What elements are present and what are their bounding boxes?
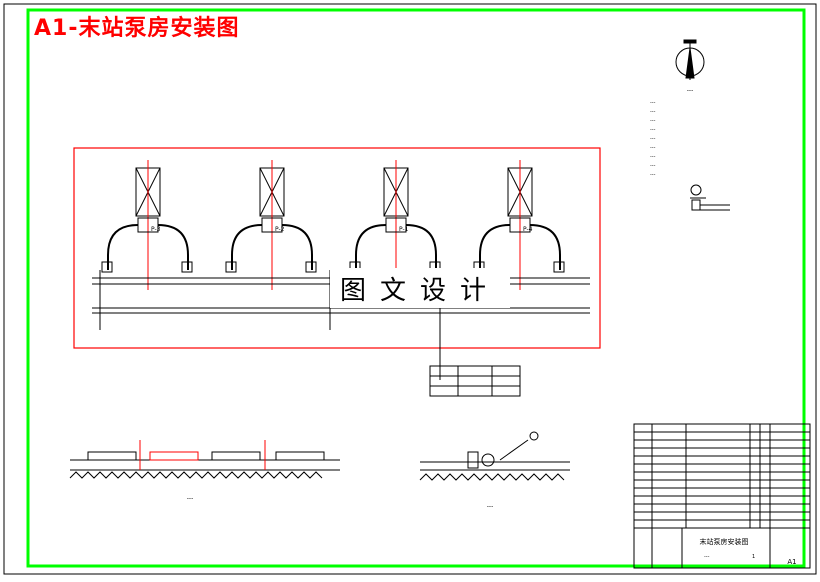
pump-discharge-pipe <box>405 224 437 270</box>
pump-discharge-pipe <box>529 224 561 270</box>
pump-label: P-3 <box>151 226 161 233</box>
svg-text:---: --- <box>650 127 656 133</box>
drawing-title: A1-末站泵房安装图 <box>34 16 240 41</box>
pump-area-box <box>73 147 601 349</box>
section-view-1 <box>69 440 340 479</box>
pump-label: P-1 <box>399 226 409 233</box>
north-label: --- <box>687 87 694 94</box>
svg-text:---: --- <box>650 145 656 151</box>
pump-discharge-pipe <box>281 224 313 270</box>
svg-text:---: --- <box>650 100 656 106</box>
svg-text:---: --- <box>650 109 656 115</box>
schedule-table <box>429 365 521 397</box>
svg-text:---: --- <box>650 163 656 169</box>
section-1-label: --- <box>187 495 194 502</box>
svg-text:---: --- <box>650 136 656 142</box>
title-block-name: 末站泵房安装图 <box>700 537 749 546</box>
notes-block: --- --- --- --- --- --- --- --- --- <box>650 100 656 178</box>
pump-suction-pipe <box>107 224 139 270</box>
title-block-scale-label: --- <box>704 554 710 560</box>
pump-label: P-2 <box>275 226 285 233</box>
pump-discharge-pipe <box>157 224 189 270</box>
svg-text:---: --- <box>650 172 656 178</box>
pump-valve <box>101 261 113 273</box>
section-2-label: --- <box>487 503 494 510</box>
outer-frame <box>3 3 817 575</box>
watermark-box: 图文设计 <box>330 268 510 308</box>
pump-suction-pipe <box>479 224 511 270</box>
pump-suction-pipe <box>231 224 263 270</box>
title-block-sheet: A1 <box>787 558 796 566</box>
pump-assemblies: P-3 P-2 P-1 P-4 <box>101 160 565 290</box>
svg-text:---: --- <box>650 154 656 160</box>
north-arrow <box>675 39 705 80</box>
pump-valve <box>225 261 237 273</box>
title-block-scale-value: 1 <box>752 554 755 560</box>
inner-frame <box>26 8 806 568</box>
pump-suction-pipe <box>355 224 387 270</box>
svg-text:---: --- <box>650 118 656 124</box>
pump-label: P-4 <box>523 226 533 233</box>
pump-valve <box>181 261 193 273</box>
detail-symbol <box>690 184 730 211</box>
title-block <box>633 423 811 569</box>
pump-valve <box>553 261 565 273</box>
pump-valve <box>305 261 317 273</box>
watermark-text: 图文设计 <box>339 275 500 306</box>
section-view-2 <box>419 431 570 481</box>
